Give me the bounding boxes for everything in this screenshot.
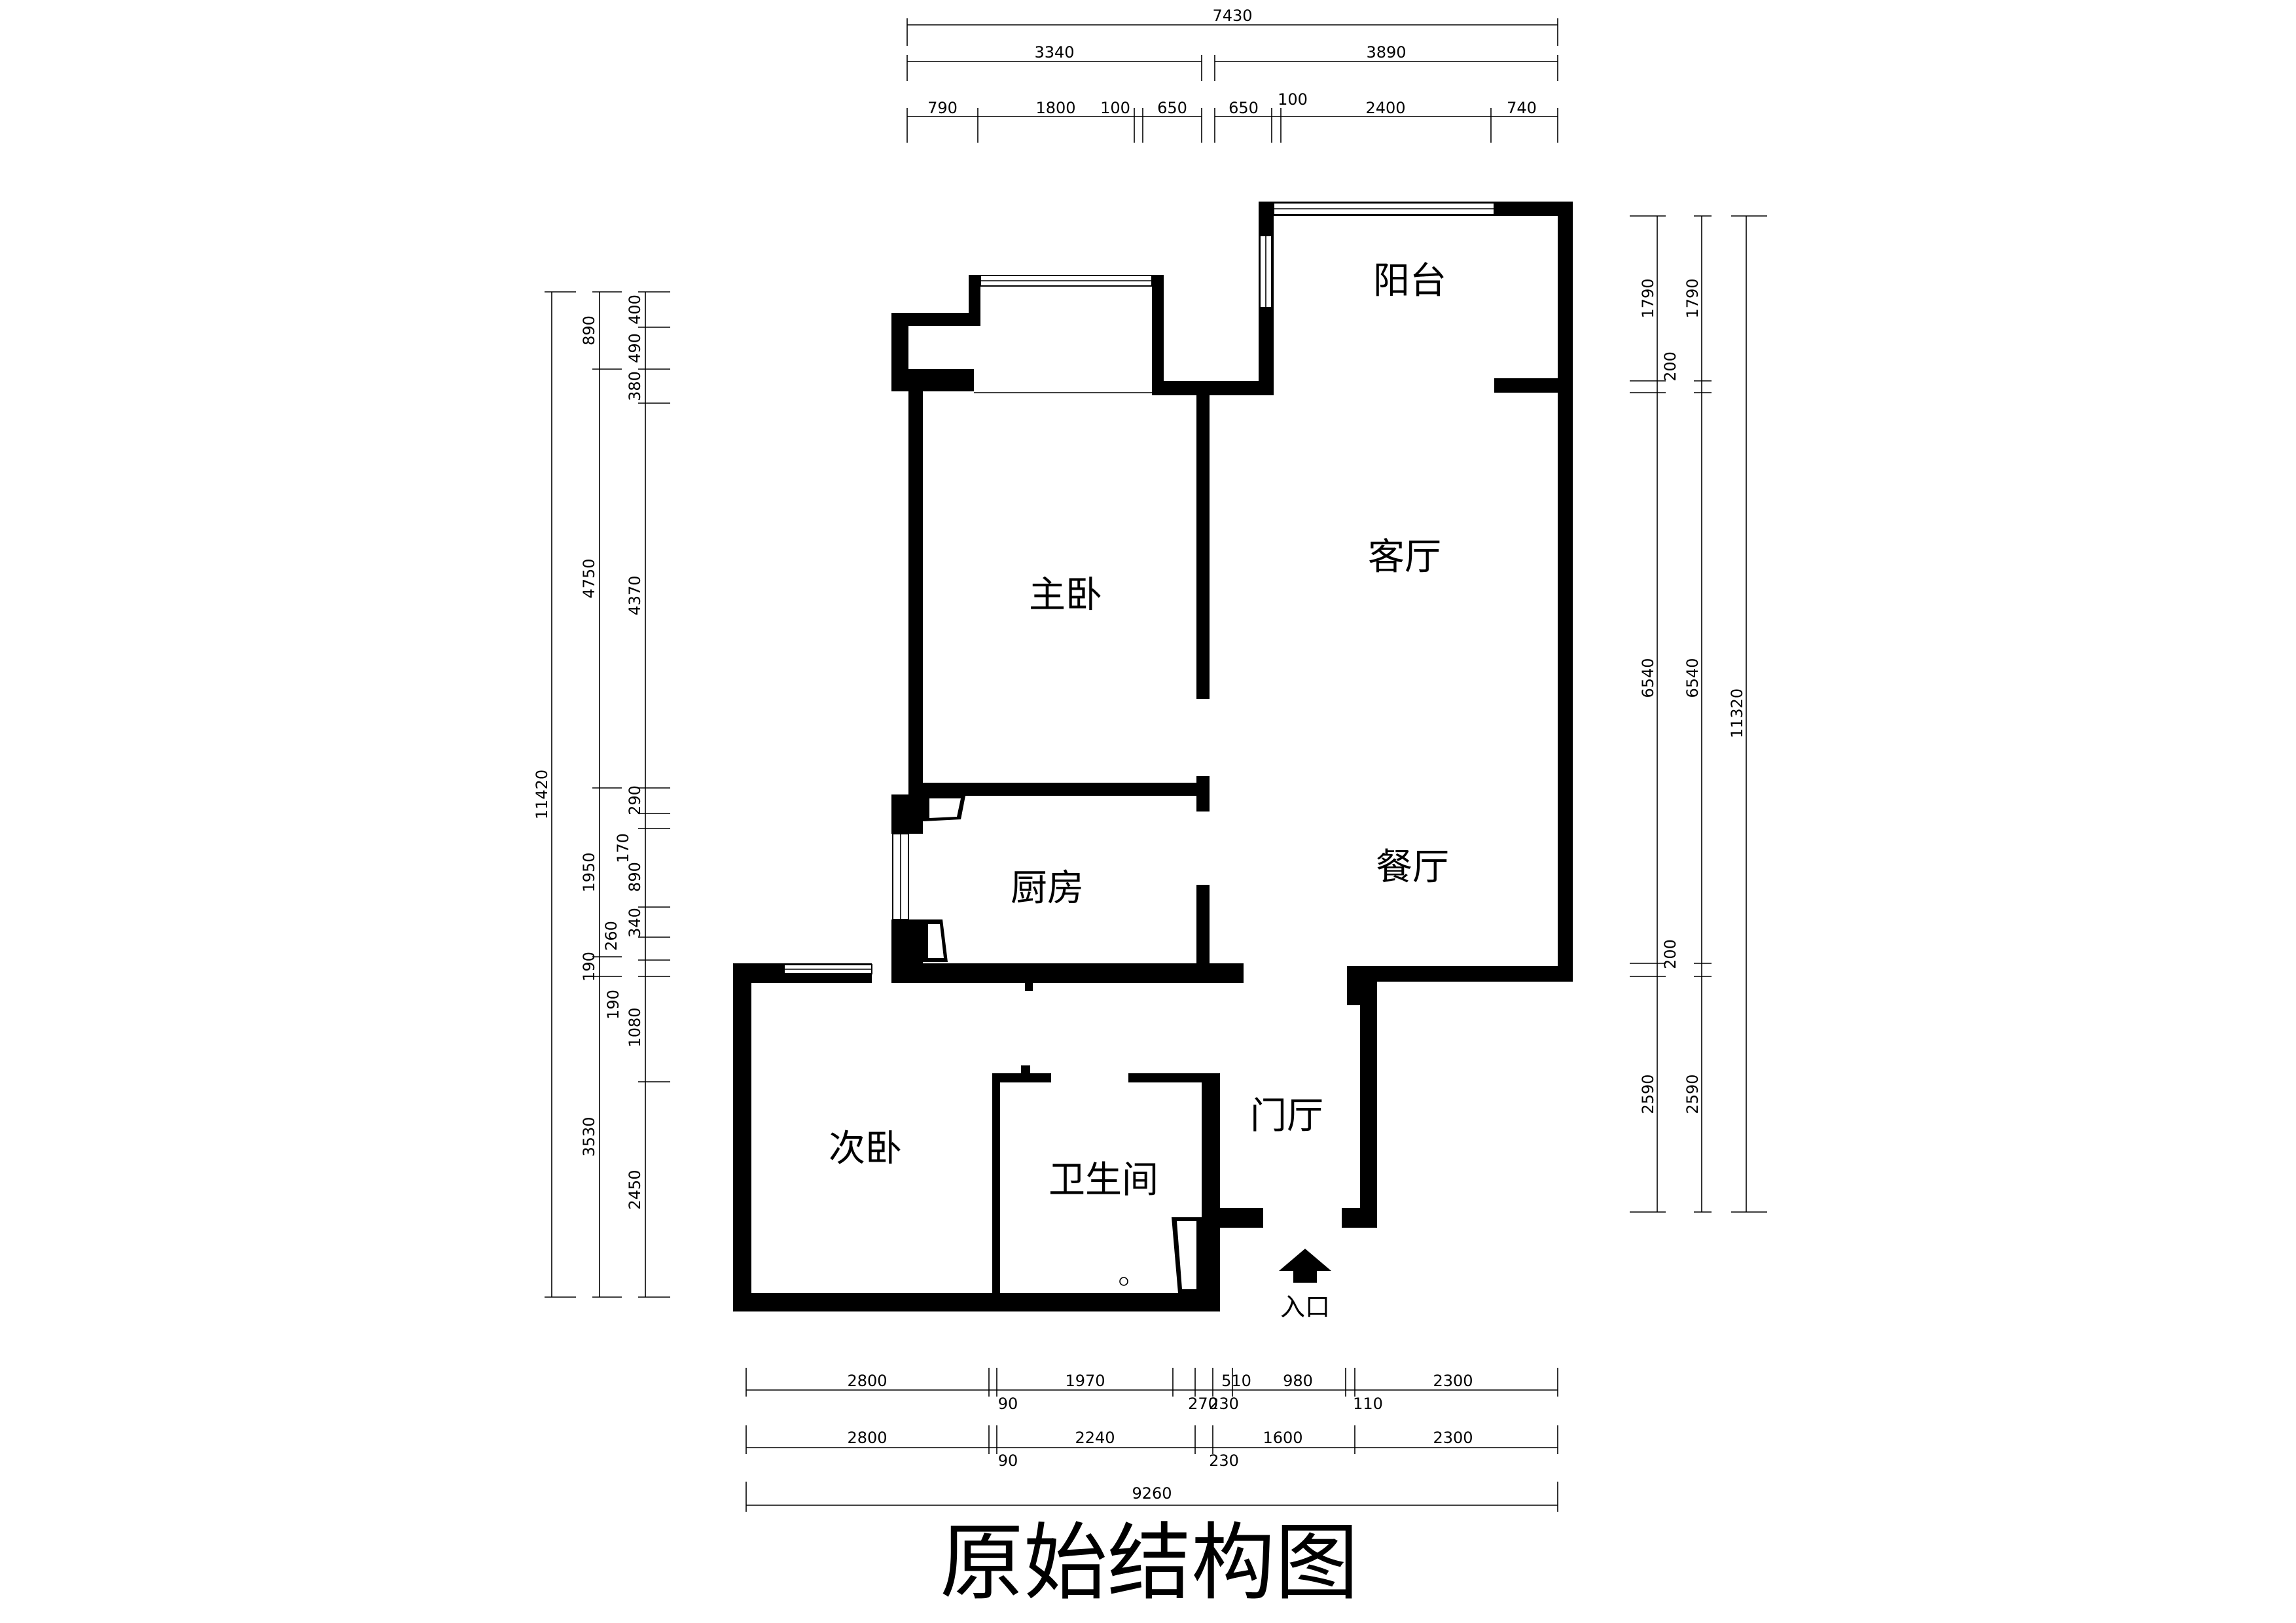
left-dimensions: 11420 890 4750 1950 190 3530 400 490 380… xyxy=(533,291,670,1298)
dim-left-170: 170 xyxy=(614,833,632,863)
dim-bottom2-230: 230 xyxy=(1209,1452,1239,1470)
room-label-living-room: 客厅 xyxy=(1368,536,1441,579)
room-label-bathroom: 卫生间 xyxy=(1049,1159,1158,1202)
dim-top-detail-100a: 100 xyxy=(1100,99,1130,117)
dim-bottom1-510: 510 xyxy=(1221,1372,1251,1390)
dim-top-detail-2400: 2400 xyxy=(1365,99,1405,117)
dim-top-detail-100b: 100 xyxy=(1278,90,1308,109)
dim-bottom2-90: 90 xyxy=(998,1452,1018,1470)
dim-top-detail-740: 740 xyxy=(1507,99,1537,117)
dim-left-total: 11420 xyxy=(533,770,551,819)
dim-left-890b: 890 xyxy=(626,862,644,892)
entrance-marker: 入口 xyxy=(1279,1249,1331,1321)
room-labels: 阳台 客厅 主卧 厨房 餐厅 门厅 次卧 卫生间 xyxy=(829,260,1449,1202)
dim-right-6540b: 6540 xyxy=(1683,658,1702,698)
dim-right-1790a: 1790 xyxy=(1639,278,1657,318)
dim-bottom1-90: 90 xyxy=(998,1395,1018,1413)
dim-bottom2-2800: 2800 xyxy=(847,1429,887,1447)
dim-left-890: 890 xyxy=(580,315,598,346)
dim-left-400: 400 xyxy=(626,294,644,325)
dim-bottom1-110: 110 xyxy=(1353,1395,1383,1413)
dim-right-1790b: 1790 xyxy=(1683,278,1702,318)
dim-bottom1-2300: 2300 xyxy=(1433,1372,1473,1390)
dim-right-200b: 200 xyxy=(1661,939,1679,969)
dim-top-total: 7430 xyxy=(1212,7,1252,25)
dim-bottom1-230: 230 xyxy=(1209,1395,1239,1413)
dim-bottom2-1600: 1600 xyxy=(1263,1429,1302,1447)
dim-right-2590b: 2590 xyxy=(1683,1074,1702,1114)
room-label-foyer: 门厅 xyxy=(1250,1095,1323,1137)
right-dimensions: 1790 200 6540 200 2590 1790 6540 2590 11… xyxy=(1630,215,1767,1213)
dim-bottom1-270: 270 xyxy=(1188,1395,1218,1413)
drawing-title: 原始结构图 xyxy=(940,1514,1359,1612)
floor-drain-icon xyxy=(1119,1277,1128,1286)
dim-top-left: 3340 xyxy=(1034,43,1074,62)
dim-bottom1-1970: 1970 xyxy=(1065,1372,1105,1390)
dim-left-1950: 1950 xyxy=(580,852,598,892)
dim-right-2590a: 2590 xyxy=(1639,1074,1657,1114)
entrance-arrow-icon xyxy=(1279,1249,1331,1283)
dim-left-260: 260 xyxy=(602,921,620,951)
dim-left-4750: 4750 xyxy=(580,558,598,598)
dim-bottom2-2300: 2300 xyxy=(1433,1429,1473,1447)
dim-left-490: 490 xyxy=(626,333,644,363)
dim-left-1080: 1080 xyxy=(626,1007,644,1047)
dim-left-290: 290 xyxy=(626,785,644,815)
dim-right-200a: 200 xyxy=(1661,351,1679,382)
dim-bottom-total: 9260 xyxy=(1132,1484,1172,1503)
dim-left-4370: 4370 xyxy=(626,575,644,615)
dim-bottom1-2800: 2800 xyxy=(847,1372,887,1390)
dim-left-340: 340 xyxy=(626,908,644,938)
dim-top-detail-650a: 650 xyxy=(1157,99,1187,117)
entrance-label: 入口 xyxy=(1280,1293,1330,1321)
dim-left-380: 380 xyxy=(626,371,644,401)
dim-top-detail-1800: 1800 xyxy=(1035,99,1075,117)
dim-left-3530: 3530 xyxy=(580,1116,598,1156)
dim-top-right: 3890 xyxy=(1366,43,1406,62)
bottom-dimensions: 2800 90 1970 270 510 230 980 110 2300 28… xyxy=(745,1368,1558,1512)
dim-left-190b: 190 xyxy=(604,990,622,1020)
fixtures xyxy=(923,796,1202,1293)
room-label-second-bedroom: 次卧 xyxy=(829,1128,902,1170)
dim-top-detail-650b: 650 xyxy=(1229,99,1259,117)
dim-bottom1-980: 980 xyxy=(1283,1372,1313,1390)
room-label-master-bedroom: 主卧 xyxy=(1029,574,1102,616)
dim-left-2450: 2450 xyxy=(626,1169,644,1209)
room-label-balcony: 阳台 xyxy=(1373,260,1446,302)
room-label-kitchen: 厨房 xyxy=(1011,867,1084,910)
room-label-dining-room: 餐厅 xyxy=(1376,846,1449,889)
dim-right-6540a: 6540 xyxy=(1639,658,1657,698)
top-dimensions: 7430 3340 3890 790 1800 100 650 650 100 … xyxy=(906,7,1558,143)
windows xyxy=(783,202,1495,974)
dim-right-total: 11320 xyxy=(1728,688,1746,738)
dim-top-detail-790: 790 xyxy=(927,99,958,117)
dim-bottom2-2240: 2240 xyxy=(1075,1429,1115,1447)
dim-left-190: 190 xyxy=(580,952,598,982)
